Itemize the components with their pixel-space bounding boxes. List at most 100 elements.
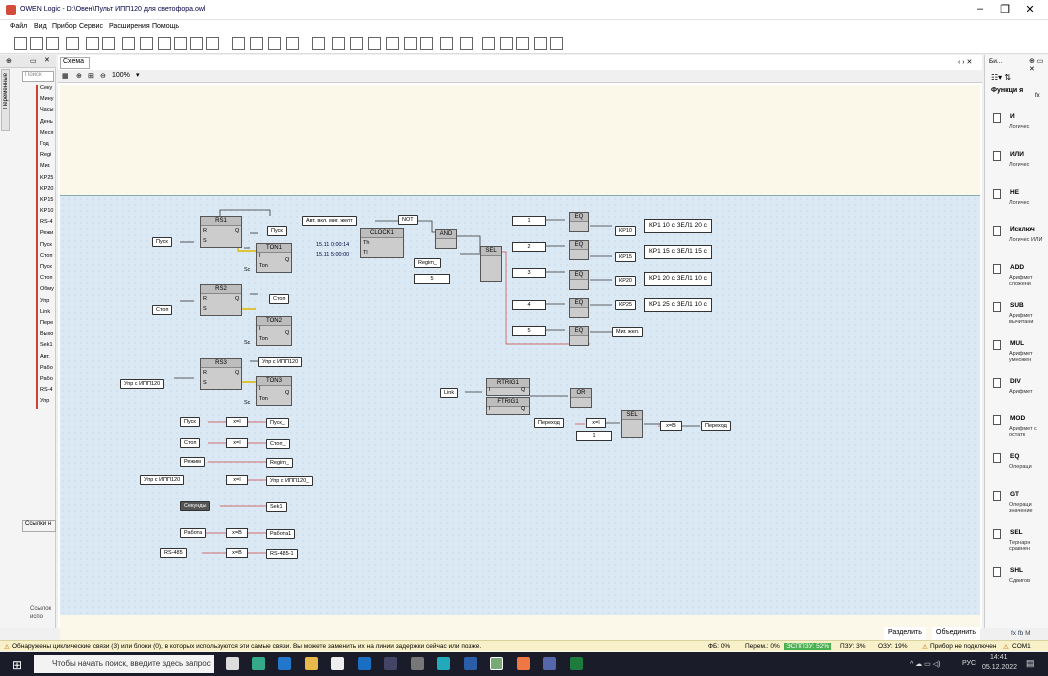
variable-item[interactable]: Миг. [36, 163, 54, 175]
zoom-in-icon[interactable]: ⊕ [76, 73, 82, 80]
copy-input[interactable]: Режим [180, 457, 205, 467]
toolbar-button-5[interactable] [102, 37, 115, 50]
function-block[interactable]: EQ [569, 240, 589, 260]
toolbar-button-25[interactable] [482, 37, 495, 50]
toolbar-button-15[interactable] [286, 37, 299, 50]
function-block[interactable]: EQ [569, 326, 589, 346]
input-label-pusk[interactable]: Пуск [152, 237, 172, 247]
comment-block[interactable]: КР1 10 с ЗЕЛ1 20 с [644, 219, 712, 233]
right-panel-controls[interactable]: ⊕ ▭ ✕ [1029, 58, 1044, 73]
calculator-icon[interactable] [411, 657, 424, 670]
comment-block[interactable]: КР1 15 с ЗЕЛ1 15 с [644, 245, 712, 259]
variable-item[interactable]: Обму [36, 286, 54, 298]
sort-icon[interactable]: ☷▾ ⇅ [991, 73, 1012, 82]
task-view-icon[interactable] [226, 657, 239, 670]
const-one[interactable]: 1 [576, 431, 612, 441]
variable-item[interactable]: Упр [36, 297, 54, 309]
copy-op[interactable]: x=I [226, 417, 248, 427]
output-label-kp25[interactable]: КР25 [615, 300, 636, 310]
explorer-icon[interactable] [305, 657, 318, 670]
toolbar-button-8[interactable] [158, 37, 171, 50]
variable-item[interactable]: Выхо [36, 331, 54, 343]
excel-icon[interactable] [570, 657, 583, 670]
toolbar-button-2[interactable] [46, 37, 59, 50]
output-label-kp15[interactable]: КР15 [615, 252, 636, 262]
toolbar-button-11[interactable] [206, 37, 219, 50]
variable-item[interactable]: Sek1 [36, 342, 54, 354]
copy-op[interactable]: x=B [226, 548, 248, 558]
copy-output[interactable]: RS-485-1 [266, 549, 298, 559]
variable-item[interactable]: День [36, 118, 54, 130]
app-icon-4[interactable] [543, 657, 556, 670]
variable-item[interactable]: Режи [36, 230, 54, 242]
variable-item[interactable]: Пуск [36, 241, 54, 253]
function-block[interactable]: AND [435, 229, 457, 249]
not-block-label[interactable]: NOT [398, 215, 418, 225]
toolbar-button-27[interactable] [516, 37, 529, 50]
zoom-fit-icon[interactable]: ⊞ [88, 73, 94, 80]
input-label-stop[interactable]: Стоп [152, 305, 173, 315]
windows-start-icon[interactable]: ⊞ [12, 658, 23, 672]
maximize-icon[interactable]: ❐ [1000, 4, 1010, 16]
variable-item[interactable]: Пере [36, 319, 54, 332]
variable-item[interactable]: Меся [36, 129, 54, 141]
menu-service[interactable]: Сервис [79, 23, 103, 30]
zoom-level[interactable]: 100% [112, 72, 130, 79]
menu-help[interactable]: Помощь [152, 23, 180, 30]
input-label-upr[interactable]: Упр с ИПП120 [120, 379, 165, 389]
variable-item[interactable]: KP20 [36, 185, 54, 197]
copy-output[interactable]: Sek1 [266, 502, 287, 512]
toolbar-button-14[interactable] [268, 37, 281, 50]
panel-close-icon[interactable]: ✕ [44, 57, 50, 64]
variable-item[interactable]: Regi [36, 152, 54, 164]
variable-item[interactable]: KP25 [36, 174, 54, 186]
toolbar-button-1[interactable] [30, 37, 43, 50]
copy-output[interactable]: Упр с ИПП120_ [266, 476, 314, 486]
function-block[interactable]: EQ [569, 212, 589, 232]
eq-const[interactable]: 2 [512, 242, 546, 252]
copy-output[interactable]: Regim_ [266, 458, 293, 468]
variable-item[interactable]: Рабо [36, 364, 54, 376]
output-label-mig[interactable]: Миг. жел. [612, 327, 644, 337]
output-label-kp20[interactable]: КР20 [615, 276, 636, 286]
variable-item[interactable]: Стоп [36, 252, 54, 264]
copy-input[interactable]: Секунды [180, 501, 211, 511]
toolbar-button-9[interactable] [174, 37, 187, 50]
output-label-kp10[interactable]: КР10 [615, 226, 636, 236]
eq-const[interactable]: 5 [512, 326, 546, 336]
toolbar-button-7[interactable] [140, 37, 153, 50]
edge-icon[interactable] [278, 657, 291, 670]
toolbar-button-12[interactable] [232, 37, 245, 50]
copy-input[interactable]: RS-485 [160, 548, 187, 558]
clock-time[interactable]: 14:41 [990, 654, 1008, 661]
toolbar-button-3[interactable] [66, 37, 79, 50]
variable-item[interactable]: Мину [36, 96, 54, 108]
toolbar-button-13[interactable] [250, 37, 263, 50]
menu-file[interactable]: Файл [10, 23, 28, 30]
menu-view[interactable]: Вид [34, 23, 47, 30]
minimize-icon[interactable]: – [976, 3, 984, 15]
variable-item[interactable]: RS-4 [36, 387, 54, 399]
toolbar-button-0[interactable] [14, 37, 27, 50]
toolbar-button-19[interactable] [368, 37, 381, 50]
skype-icon[interactable] [437, 657, 450, 670]
output-label-perehod[interactable]: Переход [701, 421, 731, 431]
word-icon[interactable] [464, 657, 477, 670]
tab-schema[interactable]: Схема [60, 57, 90, 69]
toolbar-button-16[interactable] [312, 37, 325, 50]
variable-item[interactable]: Рабо [36, 375, 54, 388]
split-button[interactable]: Разделить [884, 627, 926, 640]
zoom-out-icon[interactable]: ⊖ [100, 73, 106, 80]
close-icon[interactable]: ✕ [1025, 4, 1035, 16]
